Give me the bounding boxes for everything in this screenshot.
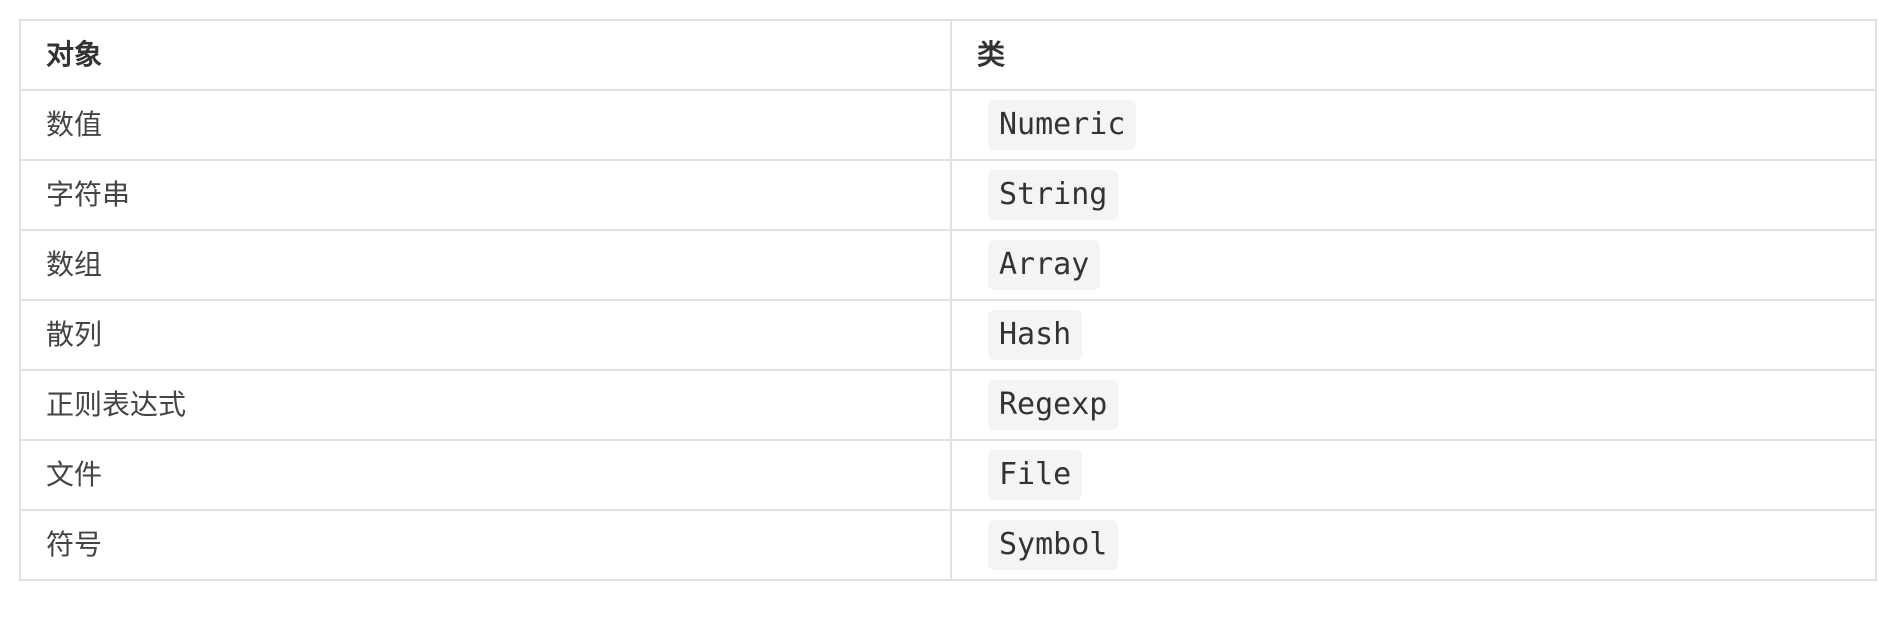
class-code: File <box>988 450 1083 500</box>
class-code: String <box>988 170 1119 220</box>
object-cell: 文件 <box>19 439 952 511</box>
object-cell: 散列 <box>19 299 952 371</box>
class-cell: Symbol <box>950 509 1877 581</box>
class-cell: String <box>950 159 1877 231</box>
class-code: Hash <box>988 310 1083 360</box>
class-code: Symbol <box>988 520 1119 570</box>
table-row: 字符串 String <box>19 159 1877 231</box>
table-row: 符号 Symbol <box>19 509 1877 581</box>
class-code: Numeric <box>988 100 1137 150</box>
object-cell: 数组 <box>19 229 952 301</box>
object-cell: 字符串 <box>19 159 952 231</box>
object-cell: 数值 <box>19 89 952 161</box>
class-cell: File <box>950 439 1877 511</box>
object-cell: 正则表达式 <box>19 369 952 441</box>
class-code: Array <box>988 240 1101 290</box>
header-object: 对象 <box>19 19 952 91</box>
class-cell: Array <box>950 229 1877 301</box>
class-code: Regexp <box>988 380 1119 430</box>
table-row: 数组 Array <box>19 229 1877 301</box>
table-header: 对象 类 <box>19 19 1877 91</box>
class-cell: Regexp <box>950 369 1877 441</box>
object-class-table-container: 对象 类 数值 Numeric 字符串 String 数组 Array 散列 H… <box>19 19 1877 581</box>
table-body: 数值 Numeric 字符串 String 数组 Array 散列 Hash 正… <box>19 89 1877 581</box>
object-cell: 符号 <box>19 509 952 581</box>
table-row: 散列 Hash <box>19 299 1877 371</box>
table-row: 正则表达式 Regexp <box>19 369 1877 441</box>
object-class-table: 对象 类 数值 Numeric 字符串 String 数组 Array 散列 H… <box>19 19 1877 581</box>
class-cell: Numeric <box>950 89 1877 161</box>
table-row: 文件 File <box>19 439 1877 511</box>
header-row: 对象 类 <box>19 19 1877 91</box>
table-row: 数值 Numeric <box>19 89 1877 161</box>
class-cell: Hash <box>950 299 1877 371</box>
header-class: 类 <box>950 19 1877 91</box>
